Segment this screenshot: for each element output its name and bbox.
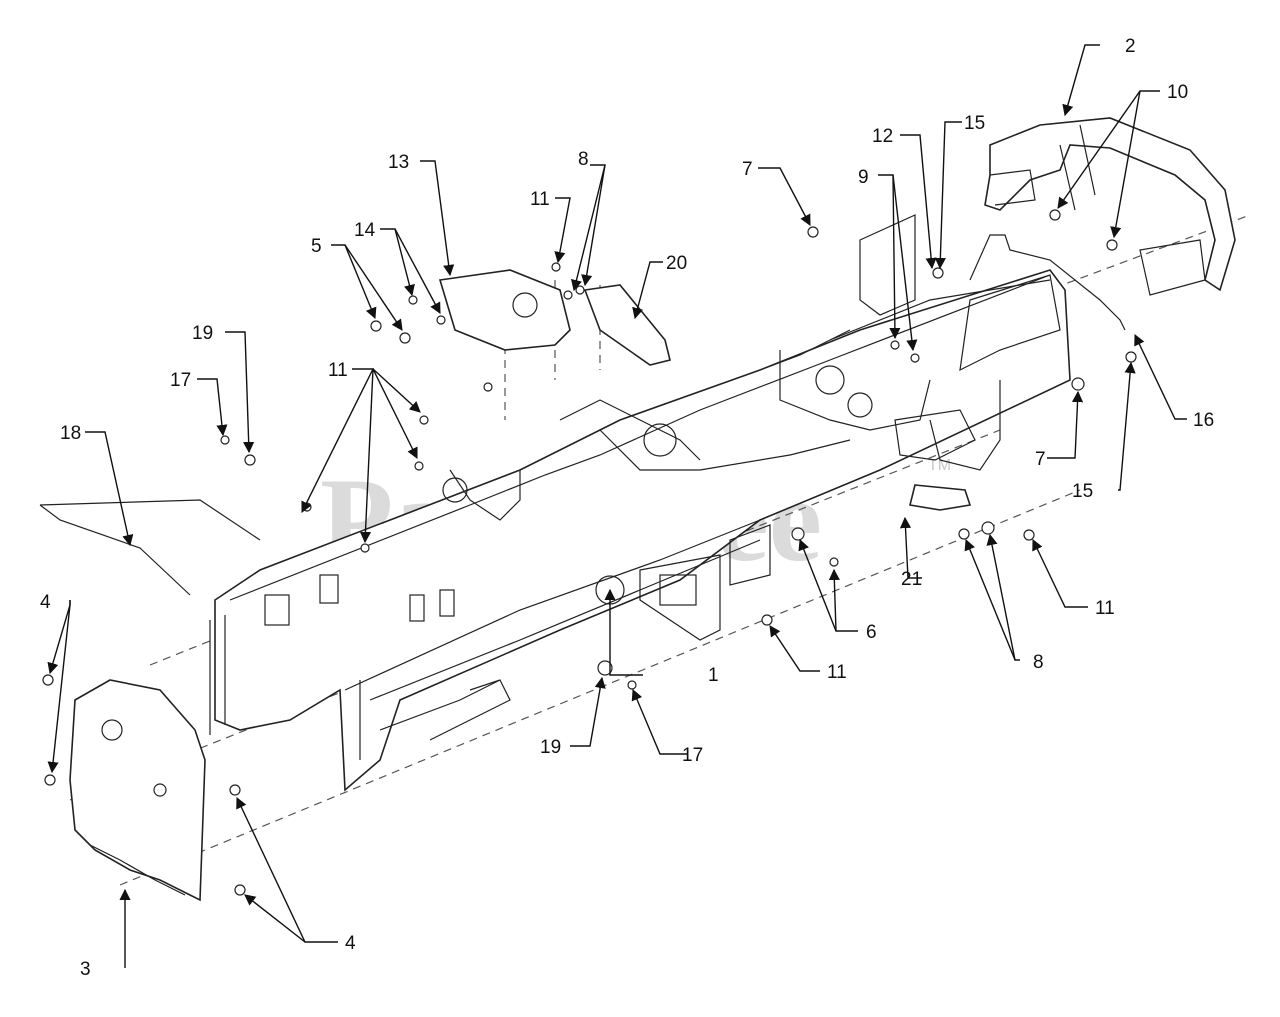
callout-17-b: 17	[682, 745, 703, 766]
callout-5: 5	[311, 236, 322, 257]
mount-plate	[438, 269, 571, 351]
callout-17-a: 17	[170, 370, 191, 391]
callout-12: 12	[872, 126, 893, 147]
callout-11-b: 11	[328, 360, 348, 381]
callout-4-b: 4	[345, 933, 356, 954]
callout-labels: 1 2 3 4 4 5 6 7 7 8 8 9 10 11 11 11 11 1…	[40, 36, 1214, 980]
callout-15-a: 15	[964, 113, 985, 134]
callout-7-b: 7	[1035, 449, 1046, 470]
callout-11-a: 11	[530, 189, 550, 210]
callout-8-b: 8	[1033, 652, 1044, 673]
callout-4-a: 4	[40, 592, 51, 613]
callout-8-a: 8	[578, 149, 589, 170]
callout-15-b: 15	[1072, 481, 1093, 502]
callout-9: 9	[858, 167, 869, 188]
callout-6: 6	[866, 622, 877, 643]
callout-21: 21	[901, 569, 922, 590]
callout-14: 14	[354, 220, 376, 241]
callout-2: 2	[1125, 36, 1136, 57]
leader-lines	[47, 44, 1187, 968]
callout-3: 3	[80, 959, 91, 980]
pivot-bracket	[909, 484, 972, 511]
main-frame	[209, 214, 1071, 792]
callout-20: 20	[666, 253, 687, 274]
tube	[39, 499, 261, 596]
callout-18: 18	[60, 423, 81, 444]
callout-16: 16	[1193, 410, 1214, 431]
hardware	[42, 209, 1137, 896]
callout-13: 13	[388, 152, 409, 173]
callout-19-b: 19	[540, 737, 561, 758]
rear-bumper	[984, 117, 1236, 296]
callout-1: 1	[708, 665, 719, 686]
callout-10: 10	[1167, 82, 1188, 103]
callout-11-d: 11	[827, 662, 847, 683]
rod	[969, 234, 1126, 331]
side-plate	[69, 679, 206, 902]
callout-7-a: 7	[742, 159, 753, 180]
bracket	[583, 284, 671, 366]
callout-11-c: 11	[1095, 598, 1115, 619]
callout-19-a: 19	[192, 323, 213, 344]
